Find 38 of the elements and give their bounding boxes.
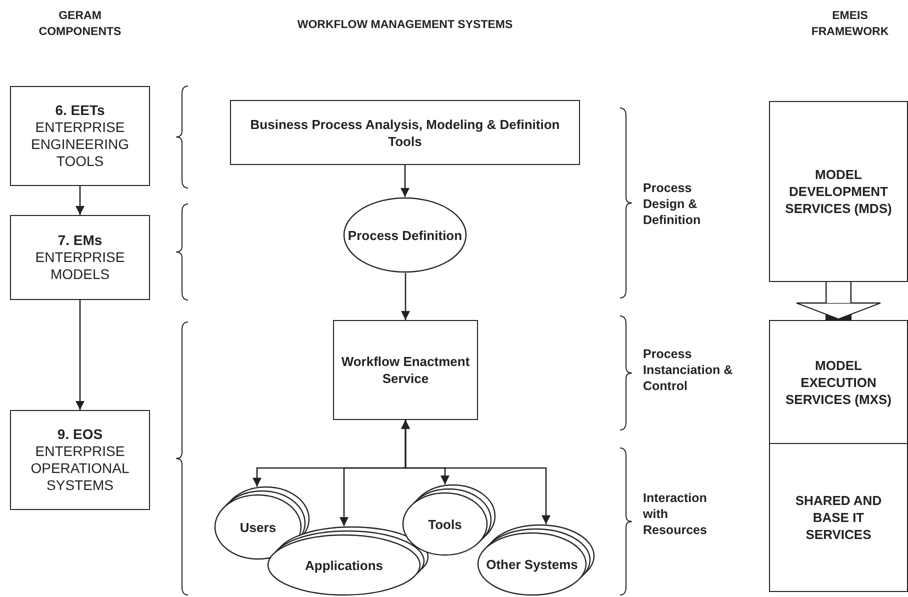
node-heading: 9. EOS <box>56 426 104 443</box>
stacked-ellipse <box>477 524 595 596</box>
arrow <box>76 300 84 410</box>
node-label: ENTERPRISE MODELS <box>34 249 126 283</box>
section-label: Process Design & Definition <box>643 180 702 228</box>
node-label: Applications <box>304 556 384 574</box>
node-label: ENTERPRISE ENGINEERING TOOLS <box>30 119 130 170</box>
node-label: Workflow Enactment Service <box>340 353 471 387</box>
node-heading: 7. EMs <box>56 232 104 249</box>
node-label: SHARED AND BASE IT SERVICES <box>794 492 883 543</box>
node-label: MODEL DEVELOPMENT SERVICES (MDS) <box>784 166 893 217</box>
node-label: Business Process Analysis, Modeling & Definition Tools <box>249 116 561 150</box>
node-heading: 6. EETs <box>54 102 106 119</box>
node-label: ENTERPRISE OPERATIONAL SYSTEMS <box>30 443 130 494</box>
process-box <box>10 410 150 510</box>
arrow <box>401 273 410 320</box>
arrow <box>401 420 550 524</box>
node-label: Users <box>238 518 278 536</box>
process-box <box>10 215 150 300</box>
node-label: MODEL EXECUTION SERVICES (MXS) <box>784 356 892 408</box>
process-box <box>769 101 908 282</box>
node-label: Other Systems <box>485 556 579 572</box>
section-label: Interaction with Resources <box>643 490 708 538</box>
node-label: Tools <box>427 516 463 532</box>
column-heading: WORKFLOW MANAGEMENT SYSTEMS <box>296 18 514 33</box>
stacked-ellipse <box>402 484 496 556</box>
column-heading: EMEIS FRAMEWORK <box>810 9 890 40</box>
arrow <box>76 186 84 215</box>
process-box <box>10 86 150 186</box>
process-box <box>769 320 908 444</box>
section-label: Process Instanciation & Control <box>643 346 734 394</box>
process-box <box>230 100 580 165</box>
process-box <box>333 320 478 420</box>
ellipse <box>343 197 467 273</box>
column-heading: GERAM COMPONENTS <box>38 9 122 40</box>
process-box <box>769 443 908 592</box>
node-label: Process Definition <box>346 226 464 244</box>
arrow <box>400 165 410 197</box>
